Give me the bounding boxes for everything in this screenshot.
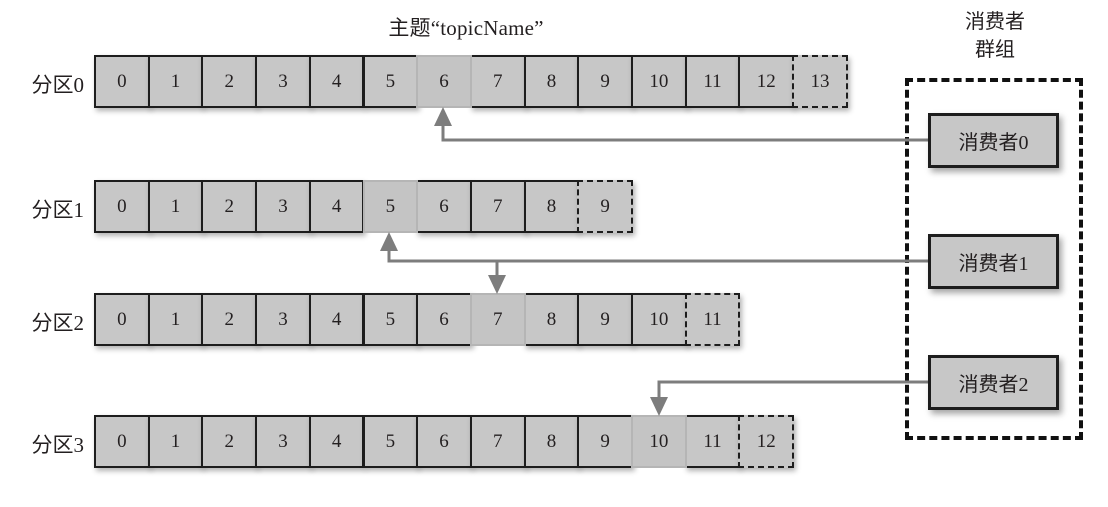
message-cell: 2 xyxy=(201,293,258,346)
connector-consumer1-to-partition2 xyxy=(488,261,506,294)
message-cell: 3 xyxy=(255,415,311,468)
message-cell: 3 xyxy=(255,293,311,346)
consumer-box-1[interactable]: 消费者1 xyxy=(928,234,1059,289)
message-cell: 0 xyxy=(94,293,150,346)
message-cell: 6 xyxy=(416,293,472,346)
message-cell: 10 xyxy=(631,415,687,468)
message-cell: 2 xyxy=(201,415,258,468)
connector-consumer0-to-partition0 xyxy=(434,107,928,142)
topic-title: 主题“topicName” xyxy=(0,12,1108,42)
consumer-group-title-line2: 群组 xyxy=(975,39,1015,61)
message-cell: 5 xyxy=(362,180,419,233)
message-cell: 5 xyxy=(362,55,419,108)
message-cell: 8 xyxy=(523,55,580,108)
consumer-group-title-line1: 消费者 xyxy=(965,11,1025,33)
consumer-box-2[interactable]: 消费者2 xyxy=(928,355,1059,410)
consumer-group-box xyxy=(905,78,1083,440)
message-cell: 13 xyxy=(792,55,848,108)
message-cell: 4 xyxy=(308,180,365,233)
message-cell: 3 xyxy=(255,55,311,108)
partition-label-3: 分区3 xyxy=(31,433,85,457)
message-cell: 1 xyxy=(147,180,204,233)
partition-label-1: 分区1 xyxy=(31,198,85,222)
message-cell: 2 xyxy=(201,180,258,233)
message-cell: 5 xyxy=(362,415,419,468)
message-cell: 5 xyxy=(362,293,419,346)
consumer-group-title: 消费者 群组 xyxy=(905,8,1085,64)
message-cell: 4 xyxy=(308,55,365,108)
message-cell: 12 xyxy=(738,55,795,108)
message-cell: 11 xyxy=(684,293,741,346)
message-cell: 10 xyxy=(631,293,687,346)
message-cell: 0 xyxy=(94,180,150,233)
message-cell: 4 xyxy=(308,415,365,468)
message-cell: 12 xyxy=(738,415,795,468)
message-cell: 9 xyxy=(577,55,633,108)
partition-label-0: 分区0 xyxy=(31,73,85,97)
message-cell: 2 xyxy=(201,55,258,108)
message-cell: 9 xyxy=(577,180,633,233)
consumer-box-0[interactable]: 消费者0 xyxy=(928,113,1059,168)
message-cell: 8 xyxy=(523,180,580,233)
message-cell: 4 xyxy=(308,293,365,346)
message-cell: 7 xyxy=(469,55,526,108)
topic-title-text: 主题“topicName” xyxy=(388,16,544,40)
connector-consumer1-to-partition1 xyxy=(380,232,928,263)
message-cell: 7 xyxy=(469,293,526,346)
message-cell: 10 xyxy=(631,55,687,108)
partition-label-2: 分区2 xyxy=(31,311,85,335)
message-cell: 9 xyxy=(577,415,633,468)
message-cell: 7 xyxy=(469,415,526,468)
message-cell: 6 xyxy=(416,55,472,108)
connector-consumer2-to-partition3 xyxy=(650,380,928,416)
message-cell: 0 xyxy=(94,415,150,468)
